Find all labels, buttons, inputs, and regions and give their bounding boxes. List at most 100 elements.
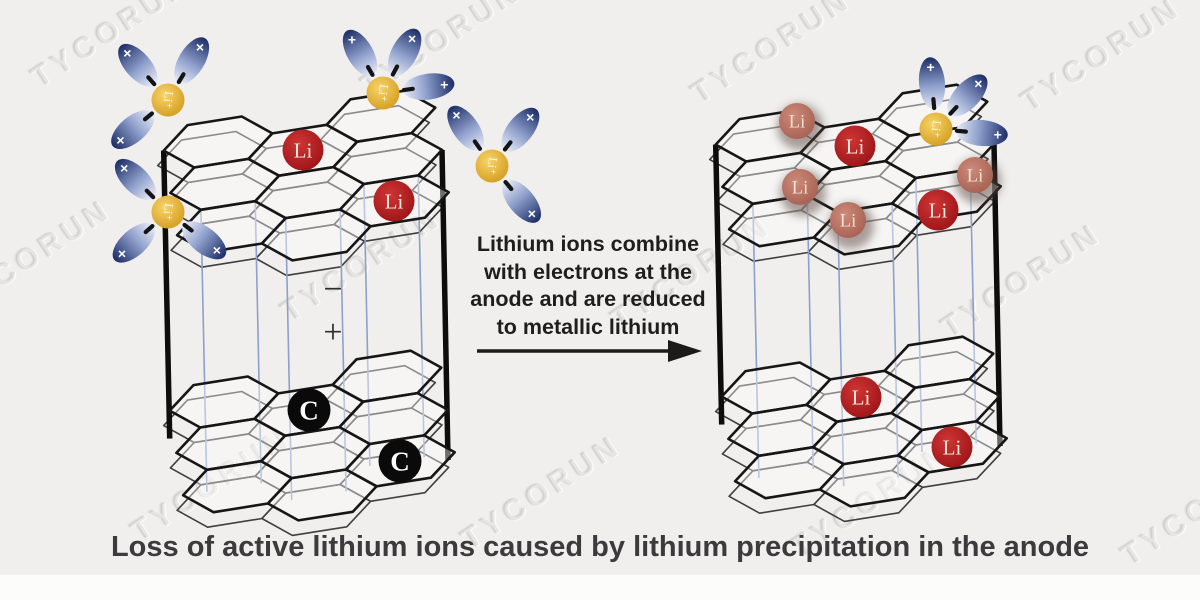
solvated-lithium-ion: ×××Li⁺ xyxy=(111,37,210,150)
coordination-dash xyxy=(472,139,483,151)
coordination-dash xyxy=(954,128,968,134)
lithium-ion: Li xyxy=(282,129,324,171)
solvent-petal: + xyxy=(342,29,378,77)
lithium-ion-label: Li xyxy=(385,190,404,214)
solvated-ion-core xyxy=(475,149,509,183)
interlayer-line xyxy=(284,218,293,501)
annotation-text: Lithium ions combine with electrons at t… xyxy=(450,231,726,341)
plated-lithium-label: Li xyxy=(792,179,808,199)
petal-charge-symbol: × xyxy=(116,132,124,148)
solvent-petal: × xyxy=(118,43,158,87)
graphene-underlayer xyxy=(714,350,1002,523)
carbon-atom-label: C xyxy=(299,396,319,426)
interlayer-line xyxy=(915,177,923,453)
lithium-ion: Li xyxy=(931,426,973,468)
lithium-ion-label: Li xyxy=(294,139,313,163)
petal-charge-symbol: × xyxy=(452,107,460,123)
solvent-petal: × xyxy=(387,28,422,77)
petal-charge-symbol: + xyxy=(927,59,935,75)
petal-charge-symbol: + xyxy=(440,76,448,92)
generated-structures: −+CCLiLi×××Li⁺+×+Li⁺×××Li⁺×××Li⁺LiLiLiLi… xyxy=(111,28,1009,537)
lithium-ion: Li xyxy=(834,125,876,167)
plated-lithium-label: Li xyxy=(967,167,983,187)
solvent-petal: × xyxy=(502,179,542,223)
lithium-ion-label: Li xyxy=(929,199,948,223)
bottom-strip xyxy=(0,575,1200,600)
electrode-sign: + xyxy=(323,314,342,351)
coordination-dash xyxy=(144,188,156,200)
petal-charge-symbol: × xyxy=(974,76,982,92)
page-caption: Loss of active lithium ions caused by li… xyxy=(110,531,1090,563)
solvated-ion-core xyxy=(366,76,400,110)
hexagon-cell xyxy=(891,435,1002,489)
solvent-petal: × xyxy=(447,105,484,151)
lithium-ion: Li xyxy=(373,180,415,222)
lithium-ion: Li xyxy=(917,189,959,231)
annotation-line: to metallic lithium xyxy=(496,314,680,339)
solvated-ion-core xyxy=(151,195,185,229)
solvent-petal: × xyxy=(947,74,988,117)
graphene-sheet-bottom xyxy=(168,349,457,522)
plated-lithium-label: Li xyxy=(789,113,805,133)
interlayer-line xyxy=(969,169,977,444)
petal-charge-symbol: × xyxy=(118,245,126,261)
solvent-petal: + xyxy=(954,119,1008,147)
plated-lithium: Li xyxy=(780,169,826,216)
coordination-dash xyxy=(143,223,155,235)
coordination-dash xyxy=(176,72,186,85)
petal-charge-symbol: × xyxy=(213,242,221,258)
solvated-ion-label: Li⁺ xyxy=(375,83,391,102)
interlayer-line xyxy=(836,212,845,487)
interlayer-line xyxy=(339,209,347,492)
solvent-petal: + xyxy=(401,73,455,100)
solvent-petal: + xyxy=(918,57,946,111)
solvated-ion-label: Li⁺ xyxy=(484,156,500,175)
electrode-edge-left xyxy=(712,144,725,425)
coordination-dash xyxy=(401,86,415,93)
reaction-arrow-head xyxy=(668,340,702,362)
solvated-lithium-ion: ×××Li⁺ xyxy=(447,105,542,223)
petal-charge-symbol: × xyxy=(196,39,204,55)
lithium-ion-label: Li xyxy=(943,436,962,460)
solvent-petal: × xyxy=(182,221,227,260)
interlayer-line xyxy=(254,201,262,484)
solvent-petal: × xyxy=(111,110,155,150)
solvent-petal: × xyxy=(501,107,540,152)
solvated-lithium-ion: +×+Li⁺ xyxy=(918,57,1008,147)
coordination-dash xyxy=(365,64,375,77)
petal-charge-symbol: + xyxy=(348,31,356,47)
coordination-dash xyxy=(142,111,155,122)
solvated-lithium-ion: × × × Li⁺ xyxy=(112,158,227,263)
coordination-dash xyxy=(182,222,194,233)
petal-charge-symbol: × xyxy=(123,45,131,61)
carbon-atom: C xyxy=(378,439,422,483)
annotation-line: with electrons at the xyxy=(484,259,692,284)
solvent-petal: × xyxy=(114,158,157,201)
petal-charge-symbol: + xyxy=(994,126,1002,142)
plated-lithium: Li xyxy=(955,157,1001,204)
coordination-dash xyxy=(948,104,959,116)
coordination-dash xyxy=(503,179,514,192)
solvated-ion-core xyxy=(151,83,185,117)
solvated-ion-label: Li⁺ xyxy=(160,202,176,221)
coordination-dash xyxy=(502,140,513,152)
solvent-petal: × xyxy=(174,37,210,85)
interlayer-line xyxy=(417,175,425,458)
petal-charge-symbol: × xyxy=(408,30,416,46)
interlayer-line xyxy=(752,203,760,478)
solvated-lithium-ion: + × + Li⁺ xyxy=(342,28,455,110)
petal-charge-symbol: × xyxy=(120,160,128,176)
interlayer-line xyxy=(806,195,814,470)
petal-charge-symbol: × xyxy=(526,109,534,125)
coordination-dash xyxy=(146,75,157,87)
coordination-dash xyxy=(931,97,937,111)
carbon-atom-label: C xyxy=(390,447,410,477)
interlayer-line xyxy=(891,203,899,478)
electrode-sign: − xyxy=(323,271,342,308)
reaction-arrow xyxy=(477,340,702,362)
annotation-line: Lithium ions combine xyxy=(476,232,700,256)
